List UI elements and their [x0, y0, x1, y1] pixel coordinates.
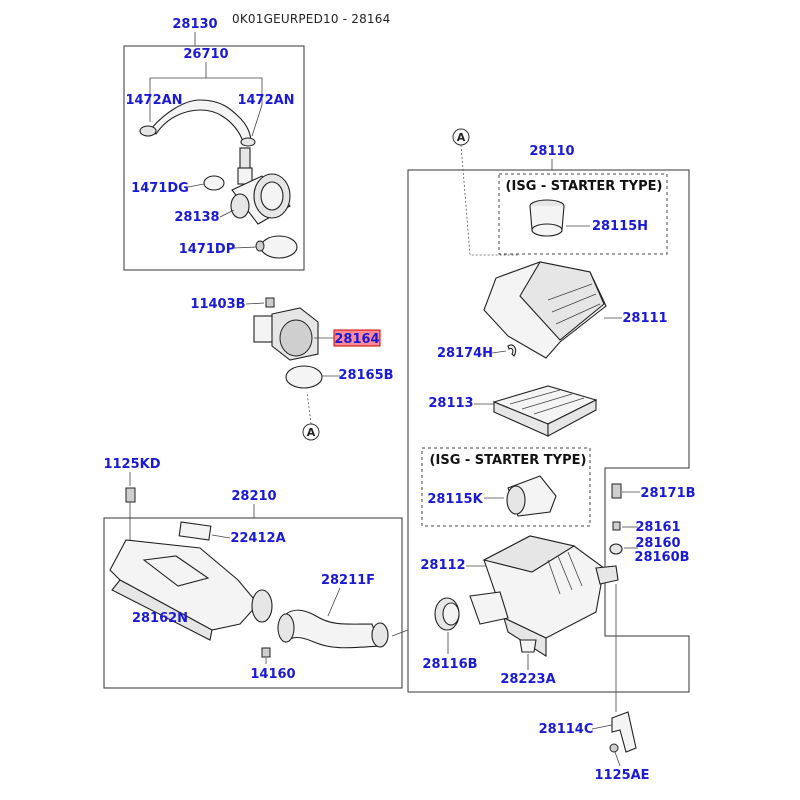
label-28164[interactable]: 28164: [334, 332, 379, 347]
clip-28174h: [507, 344, 517, 357]
group-label-28130[interactable]: 28130: [172, 17, 217, 32]
label-28161[interactable]: 28161: [635, 520, 680, 535]
label-1125ae[interactable]: 1125AE: [594, 768, 649, 783]
intake-hose-28138: [230, 173, 291, 225]
maf-sensor-28164: [253, 307, 319, 361]
bolt-14160: [261, 647, 271, 658]
label-28171b[interactable]: 28171B: [640, 486, 695, 501]
label-28211f[interactable]: 28211F: [321, 573, 375, 588]
bolt-28171b: [611, 483, 622, 499]
bolt-11403b: [265, 297, 275, 308]
clamp-1472an-left: [139, 125, 157, 137]
gasket-28165b: [285, 365, 323, 389]
label-14160[interactable]: 14160: [250, 667, 295, 682]
isg-lower-title: (ISG - STARTER TYPE): [430, 453, 587, 468]
label-28115h[interactable]: 28115H: [592, 219, 648, 234]
label-1472an-left[interactable]: 1472AN: [125, 93, 182, 108]
group-label-28110[interactable]: 28110: [529, 144, 574, 159]
bolt-1125ae: [609, 743, 619, 753]
bracket-28223a: [519, 639, 537, 653]
grommet-28161: [612, 521, 621, 531]
label-28174h[interactable]: 28174H: [437, 346, 493, 361]
page-title: 0K01GEURPED10 - 28164: [232, 12, 391, 26]
air-filter-28113: [492, 385, 598, 437]
label-plate-22412a: [178, 521, 212, 541]
insulator-28160: [609, 543, 623, 555]
isg-box-lower: [421, 447, 591, 527]
label-1471dg[interactable]: 1471DG: [131, 181, 189, 196]
part-28115k: [506, 475, 557, 517]
air-cleaner-body-28112: [469, 535, 619, 657]
clamp-1471dp: [260, 235, 298, 259]
label-28113[interactable]: 28113: [428, 396, 473, 411]
label-28114c[interactable]: 28114C: [539, 722, 594, 737]
resonator-28162n: [109, 539, 273, 641]
part-28115h: [529, 199, 565, 237]
label-28116b[interactable]: 28116B: [422, 657, 477, 672]
group-box-28110: [407, 169, 690, 693]
ring-28116b: [434, 597, 460, 631]
label-28162n[interactable]: 28162N: [132, 611, 188, 626]
label-28111[interactable]: 28111: [622, 311, 667, 326]
hose-28211f: [277, 609, 389, 649]
label-11403b[interactable]: 11403B: [190, 297, 245, 312]
isg-upper-title: (ISG - STARTER TYPE): [506, 179, 663, 194]
bolt-1125kd: [125, 487, 136, 503]
label-1471dp[interactable]: 1471DP: [179, 242, 236, 257]
pipe-fitting: [239, 147, 251, 171]
bracket-28114c: [611, 711, 637, 753]
clamp-1472an-right: [240, 137, 256, 147]
callout-a-top[interactable]: A: [452, 128, 470, 146]
label-26710[interactable]: 26710: [183, 47, 228, 62]
label-1125kd[interactable]: 1125KD: [103, 457, 160, 472]
label-28138[interactable]: 28138: [174, 210, 219, 225]
group-box-28210: [103, 517, 403, 689]
callout-a-bottom[interactable]: A: [302, 423, 320, 441]
clamp-1471dg: [203, 175, 225, 191]
isg-box-upper: [498, 173, 668, 255]
label-28115k[interactable]: 28115K: [427, 492, 483, 507]
group-label-28210[interactable]: 28210: [231, 489, 276, 504]
svg-text:A: A: [307, 426, 316, 439]
label-28160[interactable]: 28160: [635, 536, 680, 551]
label-28223a[interactable]: 28223A: [500, 672, 555, 687]
label-1472an-right[interactable]: 1472AN: [237, 93, 294, 108]
air-cleaner-cover-28111: [483, 261, 607, 359]
group-box-28130: [123, 45, 305, 271]
label-28165b[interactable]: 28165B: [338, 368, 393, 383]
label-22412a[interactable]: 22412A: [230, 531, 285, 546]
svg-text:A: A: [457, 131, 466, 144]
label-28160b[interactable]: 28160B: [634, 550, 689, 565]
label-28112[interactable]: 28112: [420, 558, 465, 573]
